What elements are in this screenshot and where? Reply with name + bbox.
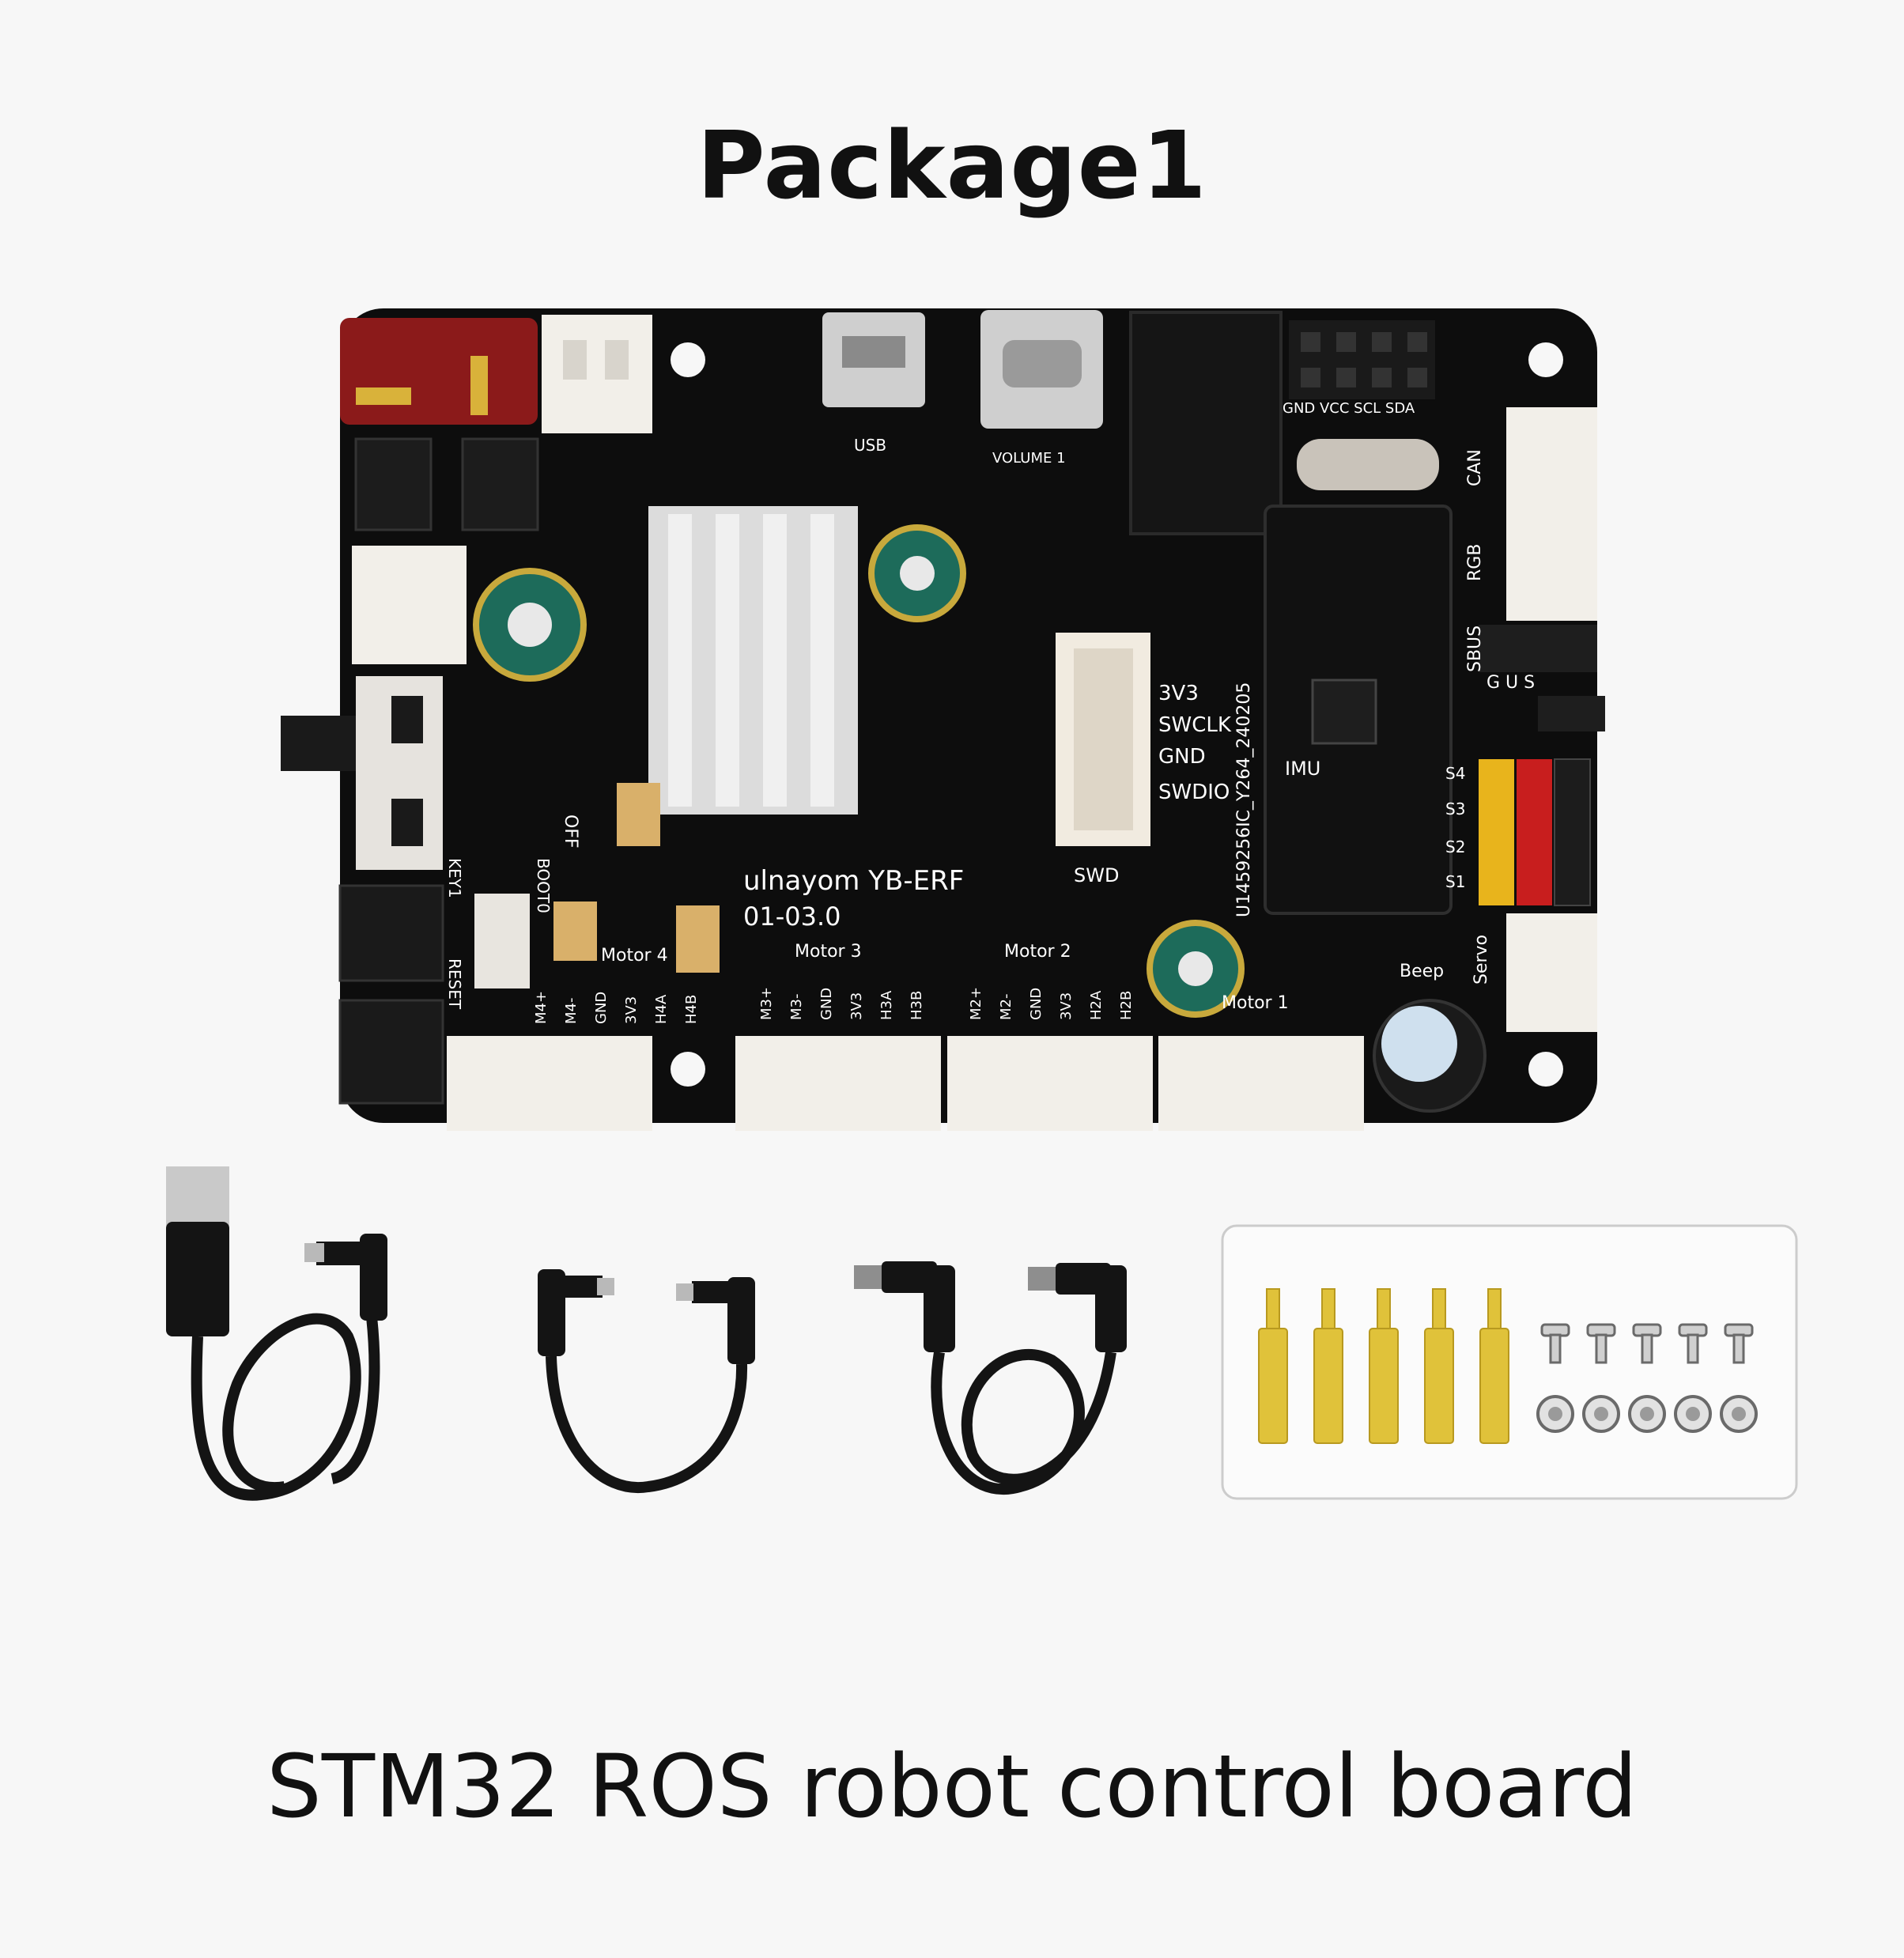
reset-label: RESET bbox=[445, 958, 464, 1010]
can-label: CAN bbox=[1465, 449, 1485, 486]
beep-label: Beep bbox=[1400, 962, 1444, 981]
xt60-power-connector bbox=[340, 318, 538, 425]
key-label: KEY1 bbox=[445, 858, 464, 898]
motor2-pin-m2minus: M2- bbox=[998, 994, 1014, 1020]
motor4-pin-m4plus: M4+ bbox=[533, 991, 550, 1024]
swd-pin-gnd: GND bbox=[1158, 745, 1206, 769]
volume-label: VOLUME 1 bbox=[992, 450, 1066, 467]
motor4-pin-gnd: GND bbox=[593, 992, 610, 1024]
dc-power-cable bbox=[854, 1261, 1127, 1495]
swd-pin-swdio: SWDIO bbox=[1158, 781, 1230, 804]
i2c-pin-labels: GND VCC SCL SDA bbox=[1283, 400, 1415, 417]
motor2-label: Motor 2 bbox=[1004, 942, 1071, 962]
motor4-pin-h4a: H4A bbox=[653, 994, 670, 1024]
capacitor-left bbox=[473, 568, 587, 682]
gus-label: G U S bbox=[1487, 673, 1535, 693]
servo-headers bbox=[1479, 758, 1591, 906]
motor4-label: Motor 4 bbox=[601, 946, 668, 966]
motor4-pin-3v3: 3V3 bbox=[623, 996, 640, 1024]
board-brand: ulnayom YB-ERF bbox=[743, 865, 964, 897]
motor2-pin-h2a: H2A bbox=[1088, 990, 1105, 1020]
off-label: OFF bbox=[561, 815, 580, 849]
servo-pin-s2: S2 bbox=[1445, 837, 1465, 856]
usb-a-to-c-cable bbox=[166, 1166, 387, 1501]
motor3-label: Motor 3 bbox=[795, 942, 862, 962]
motor1-label: Motor 1 bbox=[1222, 993, 1289, 1013]
motor4-pin-m4minus: M4- bbox=[563, 998, 580, 1024]
product-caption: STM32 ROS robot control board bbox=[266, 1736, 1638, 1837]
servo-pin-s3: S3 bbox=[1445, 799, 1465, 818]
swd-label: SWD bbox=[1074, 864, 1119, 886]
motor2-pin-gnd: GND bbox=[1028, 988, 1045, 1020]
motor3-pin-3v3: 3V3 bbox=[848, 992, 865, 1020]
servo-pin-s4: S4 bbox=[1445, 764, 1465, 783]
motor3-pin-h3a: H3A bbox=[878, 990, 895, 1020]
motor4-pin-h4b: H4B bbox=[683, 995, 700, 1024]
servo-label: Servo bbox=[1471, 935, 1491, 985]
swd-pin-swclk: SWCLK bbox=[1158, 713, 1232, 737]
usb-c-to-c-cable bbox=[538, 1269, 755, 1494]
motor-connectors bbox=[447, 1036, 1364, 1131]
motor3-pin-m3minus: M3- bbox=[788, 994, 805, 1020]
rgb-label: RGB bbox=[1465, 544, 1485, 581]
motor3-pin-m3plus: M3+ bbox=[758, 987, 775, 1020]
capacitor-bottom bbox=[1147, 920, 1245, 1018]
imu-label: IMU bbox=[1285, 758, 1320, 780]
control-board bbox=[281, 308, 1605, 1131]
sbus-label: SBUS bbox=[1465, 626, 1485, 672]
motor2-pin-h2b: H2B bbox=[1118, 991, 1135, 1020]
standoffs-kit bbox=[1221, 1224, 1798, 1500]
capacitor-middle bbox=[868, 524, 966, 622]
motor2-pin-3v3: 3V3 bbox=[1058, 992, 1075, 1020]
motor2-pin-m2plus: M2+ bbox=[968, 987, 984, 1020]
serial-code: U1459256IC_Y264_240205 bbox=[1234, 682, 1254, 917]
motor3-pin-gnd: GND bbox=[818, 988, 835, 1020]
motor3-pin-h3b: H3B bbox=[909, 991, 925, 1020]
package-title: Package1 bbox=[697, 111, 1207, 220]
heatsink bbox=[648, 506, 858, 815]
boot-label: BOOT0 bbox=[534, 858, 553, 913]
usb-label: USB bbox=[854, 436, 886, 455]
board-version: 01-03.0 bbox=[743, 902, 841, 932]
servo-pin-s1: S1 bbox=[1445, 872, 1465, 891]
swd-pin-3v3: 3V3 bbox=[1158, 682, 1199, 705]
